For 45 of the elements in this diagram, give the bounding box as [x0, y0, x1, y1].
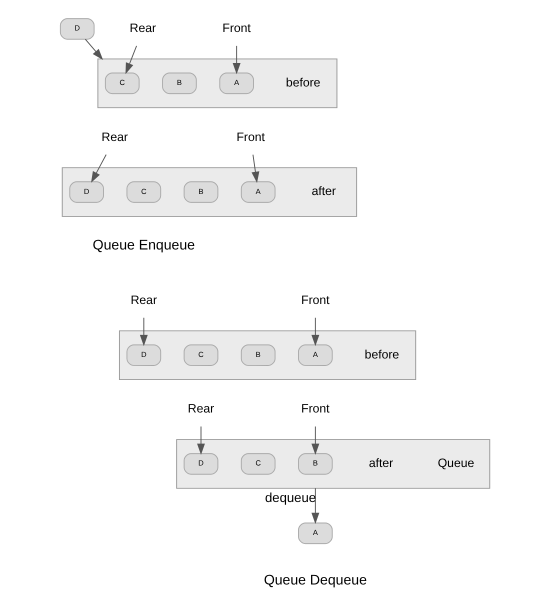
label: Queue Dequeue [263, 571, 366, 588]
cluster [61, 167, 357, 217]
node-box: D [68, 181, 104, 203]
arrow [84, 38, 103, 60]
node-box: A [240, 181, 276, 203]
node-box: A [298, 522, 332, 544]
node-box: D [59, 18, 94, 40]
node-text: Front [236, 130, 264, 144]
label: Queue Enqueue [92, 236, 194, 253]
node-box: D [126, 344, 161, 366]
node-box: B [298, 453, 332, 475]
node-box: B [183, 181, 218, 203]
node-box: C [183, 344, 218, 366]
arrow [139, 317, 148, 346]
node-box: B [162, 72, 196, 94]
arrow [310, 317, 319, 346]
arrow [251, 154, 259, 183]
arrow [232, 45, 240, 74]
node-label: before [364, 347, 399, 362]
node-label: Queue [437, 456, 474, 470]
node-label: after [311, 184, 336, 198]
node-text: Front [300, 292, 330, 307]
arrow [310, 426, 319, 455]
node-text: Rear [129, 21, 156, 36]
node-box: A [218, 72, 254, 94]
node-box: A [298, 344, 332, 366]
node-text: Rear [130, 292, 157, 307]
arrow [124, 45, 137, 74]
node-label: before [285, 75, 320, 90]
node-text: Front [222, 21, 250, 36]
node-box: D [183, 453, 218, 475]
arrow [310, 488, 319, 524]
cluster [96, 58, 337, 108]
node-box: C [240, 453, 276, 475]
node-label: after [368, 456, 393, 470]
node-box: B [240, 344, 276, 366]
node-text: Front [300, 402, 330, 416]
arrow [90, 154, 106, 183]
node-box: C [126, 181, 161, 203]
node-text: Rear [187, 402, 214, 416]
cluster [176, 439, 490, 489]
arrow [196, 426, 204, 455]
node-text: Rear [101, 130, 128, 144]
node-box: C [104, 72, 140, 94]
cluster [118, 330, 416, 380]
